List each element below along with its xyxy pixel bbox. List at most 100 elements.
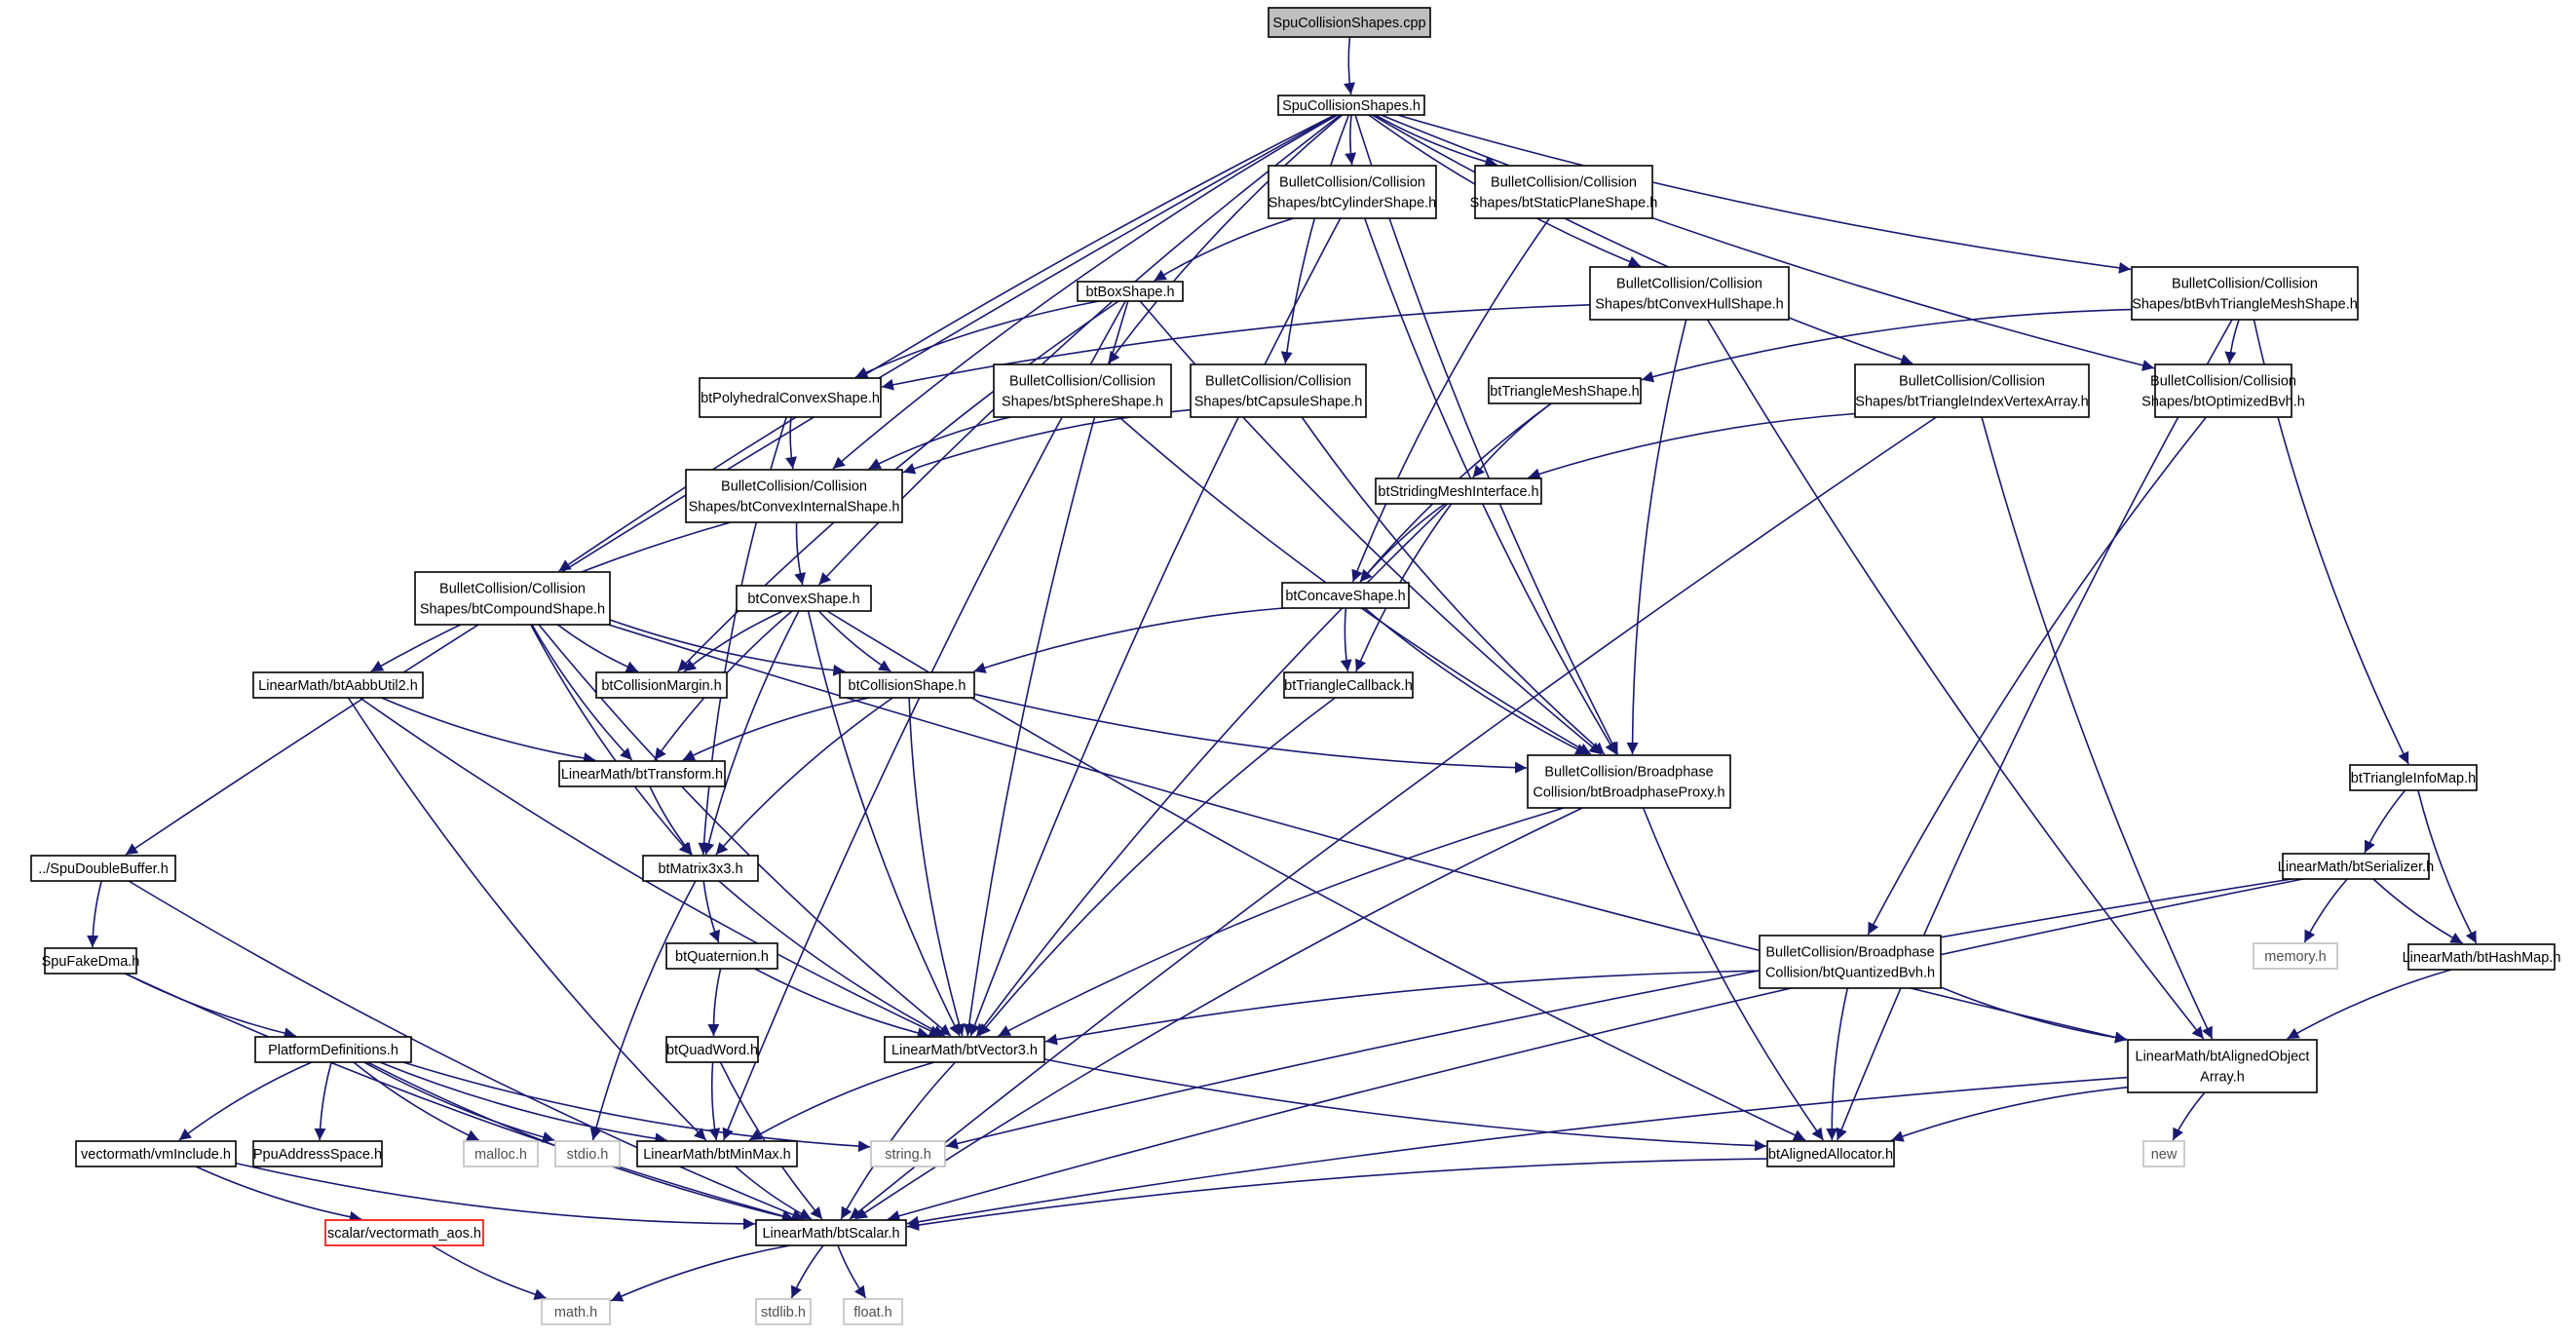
node-quadword[interactable]: btQuadWord.h	[665, 1036, 759, 1063]
node-ppuas[interactable]: PpuAddressSpace.h	[252, 1140, 383, 1167]
node-cpp-label-0: SpuCollisionShapes.cpp	[1272, 16, 1425, 31]
node-hull-box	[1589, 266, 1790, 321]
node-transform[interactable]: LinearMath/btTransform.h	[558, 760, 726, 787]
node-optbvh-label-1: Shapes/btOptimizedBvh.h	[2141, 395, 2305, 410]
node-cpp[interactable]: SpuCollisionShapes.cpp	[1268, 7, 1431, 38]
node-infomap[interactable]: btTriangleInfoMap.h	[2349, 764, 2478, 791]
node-box[interactable]: btBoxShape.h	[1077, 281, 1184, 302]
edge-cyl-to-vec3	[968, 217, 1342, 1037]
node-quat[interactable]: btQuaternion.h	[665, 942, 778, 970]
edge-serial-to-string	[945, 878, 2292, 1150]
node-poly-label-0: btPolyhedralConvexShape.h	[701, 391, 880, 406]
node-sphere[interactable]: BulletCollision/CollisionShapes/btSphere…	[993, 363, 1172, 418]
edge-mat-to-vec3	[718, 880, 945, 1037]
node-fakedma[interactable]: SpuFakeDma.h	[42, 947, 140, 975]
node-string-label-0: string.h	[885, 1147, 931, 1163]
node-poly-box	[699, 377, 882, 418]
node-new-label-0: new	[2151, 1147, 2178, 1163]
node-smi[interactable]: btStridingMeshInterface.h	[1375, 478, 1542, 505]
node-platdef[interactable]: PlatformDefinitions.h	[254, 1036, 412, 1063]
edge-scalar-to-math	[610, 1244, 791, 1302]
edge-hull-to-poly	[881, 304, 1591, 391]
node-plane-label-0: BulletCollision/Collision	[1491, 175, 1637, 191]
edge-h-to-optbvh	[1381, 114, 2155, 371]
node-tiva[interactable]: BulletCollision/CollisionShapes/btTriang…	[1854, 363, 2090, 418]
node-capsule[interactable]: BulletCollision/CollisionShapes/btCapsul…	[1190, 363, 1367, 418]
node-minmax[interactable]: LinearMath/btMinMax.h	[636, 1140, 798, 1167]
edge-minmax-to-scalar	[735, 1166, 813, 1220]
node-colshape[interactable]: btCollisionShape.h	[839, 671, 975, 699]
edge-smi-to-vec3	[975, 503, 1449, 1037]
node-bvhtri[interactable]: BulletCollision/CollisionShapes/btBvhTri…	[2131, 266, 2359, 321]
node-hull[interactable]: BulletCollision/CollisionShapes/btConvex…	[1589, 266, 1790, 321]
node-math-box	[541, 1298, 611, 1325]
node-transform-box	[558, 760, 726, 787]
node-poly[interactable]: btPolyhedralConvexShape.h	[699, 377, 882, 418]
node-tricb-box	[1283, 671, 1414, 699]
node-stdio-box	[554, 1140, 621, 1167]
node-cyl[interactable]: BulletCollision/CollisionShapes/btCylind…	[1268, 165, 1437, 219]
edge-cvx-to-mat	[702, 610, 800, 856]
node-qbvh[interactable]: BulletCollision/BroadphaseCollision/btQu…	[1759, 935, 1942, 989]
edge-colshape-to-mat	[715, 697, 893, 856]
node-ppuas-label-0: PpuAddressSpace.h	[253, 1147, 382, 1163]
edge-serial-to-scalar	[888, 878, 2304, 1222]
node-margin[interactable]: btCollisionMargin.h	[595, 671, 728, 699]
node-infomap-label-0: btTriangleInfoMap.h	[2351, 771, 2476, 786]
node-alloc-label-0: btAlignedAllocator.h	[1768, 1147, 1893, 1163]
node-aoa-box	[2127, 1039, 2318, 1093]
node-alloc[interactable]: btAlignedAllocator.h	[1766, 1140, 1895, 1167]
node-mat[interactable]: btMatrix3x3.h	[642, 855, 759, 882]
node-trimesh[interactable]: btTriangleMeshShape.h	[1488, 377, 1642, 404]
node-colshape-box	[839, 671, 975, 699]
edge-cpp-to-h	[1344, 36, 1355, 96]
node-bvhtri-label-1: Shapes/btBvhTriangleMeshShape.h	[2132, 297, 2358, 313]
node-scalar[interactable]: LinearMath/btScalar.h	[755, 1219, 907, 1246]
node-compound[interactable]: BulletCollision/CollisionShapes/btCompou…	[414, 571, 611, 626]
node-serial-box	[2282, 853, 2430, 880]
edge-smi-to-concave	[1359, 503, 1446, 583]
edge-bvhtri-to-alloc	[1836, 319, 2233, 1141]
edge-colshape-to-vec3	[908, 697, 966, 1037]
edge-aoa-to-alloc	[1891, 1086, 2129, 1142]
edge-platdef-to-ppuas	[314, 1061, 332, 1141]
edge-bvhtri-to-trimesh	[1641, 308, 2133, 383]
node-aos[interactable]: scalar/vectormath_aos.h	[324, 1219, 484, 1246]
node-sphere-box	[993, 363, 1172, 418]
edge-qbvh-to-alloc	[1826, 987, 1849, 1141]
node-plane[interactable]: BulletCollision/CollisionShapes/btStatic…	[1470, 165, 1658, 219]
node-concave[interactable]: btConcaveShape.h	[1281, 582, 1410, 609]
node-concave-box	[1281, 582, 1410, 609]
node-vec3[interactable]: LinearMath/btVector3.h	[884, 1036, 1045, 1063]
node-malloc: malloc.h	[463, 1140, 539, 1167]
node-plane-box	[1474, 165, 1653, 219]
node-aabb[interactable]: LinearMath/btAabbUtil2.h	[252, 671, 424, 699]
edge-concave-to-colshape	[973, 607, 1284, 673]
node-tricb[interactable]: btTriangleCallback.h	[1283, 671, 1414, 699]
edge-cvx-to-margin	[683, 610, 784, 672]
node-dbuf[interactable]: ../SpuDoubleBuffer.h	[30, 855, 176, 882]
node-float-box	[843, 1298, 903, 1325]
node-compound-label-0: BulletCollision/Collision	[439, 582, 586, 597]
node-optbvh[interactable]: BulletCollision/CollisionShapes/btOptimi…	[2141, 363, 2305, 418]
edge-h-to-tiva	[1372, 114, 1913, 365]
node-vminc[interactable]: vectormath/vmInclude.h	[75, 1140, 237, 1167]
node-h[interactable]: SpuCollisionShapes.h	[1277, 95, 1425, 116]
edge-h-to-cyl	[1345, 114, 1357, 166]
edge-proxy-to-alloc	[1642, 807, 1825, 1141]
node-qbvh-box	[1759, 935, 1942, 989]
node-hashmap[interactable]: LinearMath/btHashMap.h	[2403, 943, 2561, 971]
edge-colshape-to-transform	[682, 697, 870, 761]
node-bvhtri-box	[2131, 266, 2359, 321]
node-quadword-label-0: btQuadWord.h	[666, 1043, 758, 1058]
node-dbuf-label-0: ../SpuDoubleBuffer.h	[38, 861, 169, 877]
node-cvx[interactable]: btConvexShape.h	[736, 585, 872, 612]
node-serial[interactable]: LinearMath/btSerializer.h	[2278, 853, 2434, 880]
edge-cyl-to-box	[1154, 217, 1294, 282]
edge-dbuf-to-fakedma	[87, 880, 102, 948]
node-proxy[interactable]: BulletCollision/BroadphaseCollision/btBr…	[1527, 754, 1731, 809]
node-proxy-box	[1527, 754, 1731, 809]
node-cvxint[interactable]: BulletCollision/CollisionShapes/btConvex…	[685, 469, 903, 523]
